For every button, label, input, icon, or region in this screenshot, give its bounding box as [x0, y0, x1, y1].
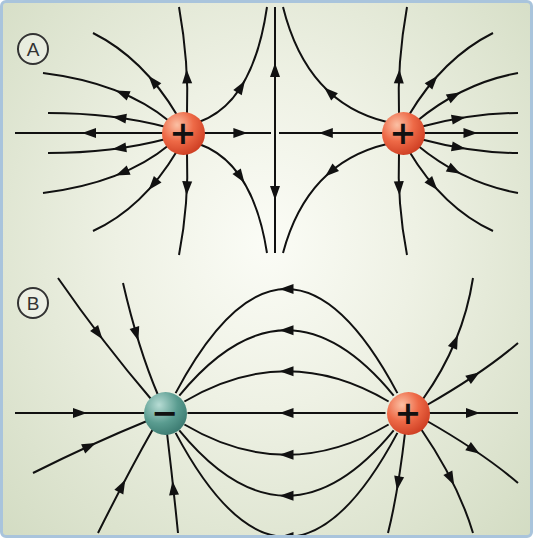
arrow-head: [233, 81, 245, 96]
arrow-head: [182, 181, 192, 195]
positive-charge: +: [382, 112, 425, 155]
arrow-head: [280, 532, 294, 535]
arrow-head: [451, 141, 466, 151]
field-line: [98, 429, 153, 533]
arrow-head: [319, 128, 333, 138]
arrow-head: [465, 442, 479, 454]
field-line: [48, 113, 166, 127]
arrow-head: [324, 88, 338, 101]
arrow-head: [233, 128, 247, 138]
arrow-head: [280, 450, 294, 460]
arrow-head: [116, 90, 131, 100]
arrow-head: [451, 115, 466, 125]
arrow-head: [148, 76, 161, 90]
arrow-head: [114, 480, 125, 495]
arrow-head: [394, 181, 404, 195]
arrow-head: [425, 176, 438, 190]
arrow-head: [394, 69, 404, 83]
field-line: [199, 7, 267, 122]
field-line: [176, 433, 398, 535]
arrow-head: [280, 325, 294, 335]
panel-label: B: [17, 287, 49, 319]
field-line: [427, 421, 518, 483]
arrow-head: [270, 186, 280, 200]
charge-sign: +: [170, 117, 197, 149]
arrow-head: [446, 92, 461, 103]
panel-letter: B: [27, 294, 40, 313]
arrow-head: [443, 471, 454, 486]
field-line: [409, 33, 493, 115]
field-line: [399, 7, 407, 114]
arrow-head: [130, 326, 140, 341]
field-line-layer: [3, 3, 530, 535]
field-line: [283, 144, 387, 253]
field-line: [199, 144, 267, 253]
field-lines: [3, 3, 530, 535]
field-line: [388, 433, 405, 533]
field-line: [420, 113, 518, 127]
arrow-head: [82, 128, 96, 138]
arrow-head: [465, 372, 479, 384]
field-line: [427, 343, 518, 405]
field-line: [420, 139, 518, 153]
field-line: [179, 430, 393, 495]
arrow-head: [425, 76, 438, 90]
field-line: [176, 289, 398, 393]
field-line: [93, 33, 177, 115]
arrow-head: [112, 114, 127, 124]
charge-sign: +: [390, 117, 417, 149]
charge-sign: −: [152, 397, 179, 429]
arrow-head: [280, 491, 294, 501]
arrow-head: [73, 408, 87, 418]
field-line: [33, 421, 147, 473]
positive-charge: +: [162, 112, 205, 155]
charge-sign: +: [395, 397, 422, 429]
field-line: [167, 433, 178, 533]
field-line: [179, 152, 187, 255]
negative-charge: −: [144, 392, 187, 435]
arrow-head: [325, 164, 339, 177]
field-line: [184, 371, 388, 401]
arrow-head: [90, 325, 102, 339]
panel-letter: A: [27, 40, 40, 59]
field-line: [48, 139, 166, 153]
field-line: [283, 7, 387, 122]
field-line: [421, 429, 473, 533]
arrow-head: [446, 163, 461, 174]
field-line: [179, 330, 393, 395]
field-line: [399, 152, 407, 255]
arrow-head: [149, 176, 162, 190]
arrow-head: [464, 128, 478, 138]
arrow-head: [116, 166, 131, 176]
field-line: [409, 151, 493, 231]
arrow-head: [112, 142, 127, 152]
positive-charge: +: [387, 392, 430, 435]
arrow-head: [280, 284, 294, 294]
arrow-head: [280, 366, 294, 376]
field-line: [179, 7, 187, 114]
arrow-head: [280, 408, 294, 418]
arrow-head: [270, 63, 280, 77]
arrow-head: [466, 408, 480, 418]
field-line: [93, 151, 177, 231]
arrow-head: [81, 443, 96, 453]
arrow-head: [182, 69, 192, 83]
field-line: [58, 278, 151, 399]
arrow-head: [448, 335, 458, 350]
panel-label: A: [17, 33, 49, 65]
field-line: [184, 425, 388, 455]
arrow-head: [394, 476, 404, 491]
arrow-head: [169, 481, 179, 496]
arrow-head: [233, 168, 245, 182]
field-line: [123, 283, 158, 395]
